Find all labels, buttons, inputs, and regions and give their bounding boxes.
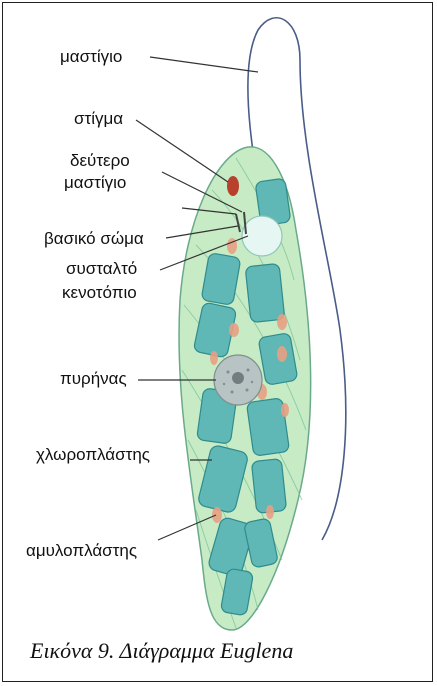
chloroplast [245,263,285,322]
label-flagellum: μαστίγιο [60,46,122,67]
label-stigma: στίγμα [74,108,123,129]
label-amyloplast: αμυλοπλάστης [26,540,137,561]
label-vacuole-line2: κενοτόπιο [62,282,137,303]
label-basal-body: βασικό σώμα [44,228,144,249]
label-vacuole-line1: συσταλτό [66,258,137,279]
figure-caption: Εικόνα 9. Διάγραμμα Euglena [30,638,293,664]
label-second-flagellum-line1: δεύτερο [70,150,130,171]
label-second-flagellum-line2: μαστίγιο [64,172,126,193]
label-nucleus: πυρήνας [60,368,127,389]
label-chloroplast: χλωροπλάστης [36,444,150,465]
chloroplast [251,459,286,514]
stigma [227,176,239,196]
